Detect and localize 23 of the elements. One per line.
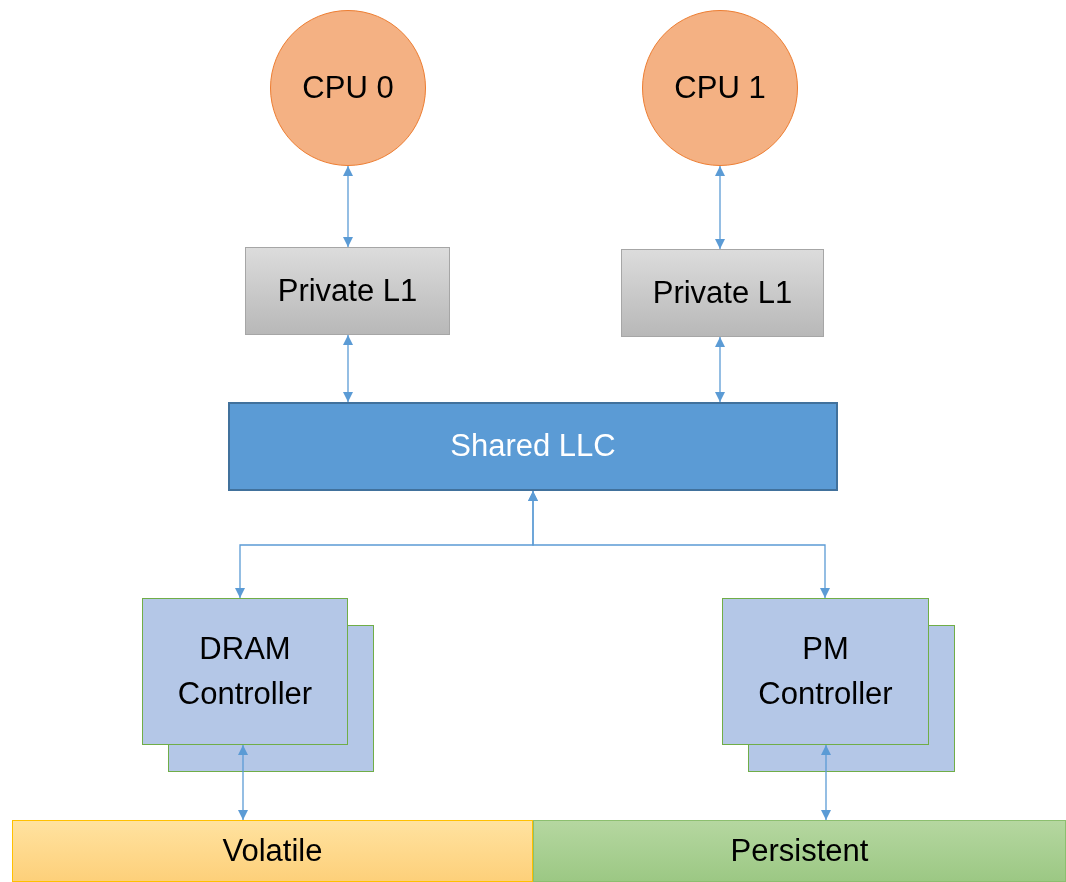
cache-box [245, 247, 450, 335]
node-label: PM Controller [757, 629, 894, 713]
connector-arrow [715, 336, 725, 403]
node-label: CPU 1 [673, 68, 767, 107]
controller-box [722, 598, 929, 745]
node-label: Persistent [729, 831, 870, 870]
cache-box [621, 249, 824, 337]
node-label: DRAM Controller [176, 629, 314, 713]
connector-arrow [238, 744, 248, 821]
cache-bar [228, 402, 838, 491]
node-label: CPU 0 [301, 68, 395, 107]
controller-box [142, 598, 348, 745]
node-label: Volatile [221, 831, 324, 870]
connector-arrow [528, 490, 830, 599]
node-label: Private L1 [651, 273, 794, 312]
node-label: Shared LLC [449, 427, 617, 466]
memory-band [533, 820, 1066, 882]
connector-arrow [715, 165, 725, 250]
connector-arrow [821, 744, 831, 821]
connector-arrow [343, 334, 353, 403]
memory-band [12, 820, 533, 882]
connector-arrow [343, 165, 353, 248]
node-label: Private L1 [276, 271, 419, 310]
